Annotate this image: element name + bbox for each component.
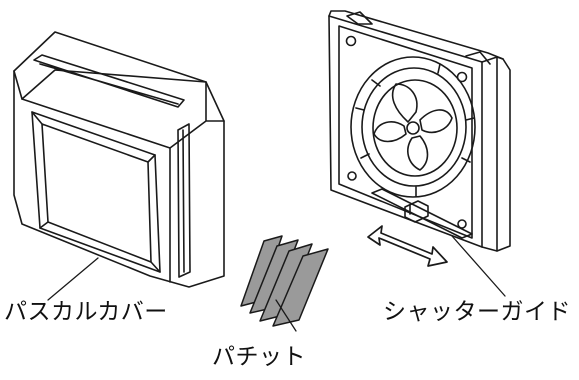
guide-frame-inner xyxy=(338,25,473,239)
cover-top-front-edge xyxy=(21,69,207,100)
pascal-cover-label: パスカルカバー xyxy=(4,299,168,325)
cover-chamfer xyxy=(169,81,225,149)
guide-screw-hole xyxy=(347,171,357,181)
cover-top-slot xyxy=(33,54,185,108)
guide-screw-hole xyxy=(457,219,467,229)
fan-blade xyxy=(407,135,429,171)
shutter-guide xyxy=(328,10,511,252)
guide-screw-hole xyxy=(345,35,357,47)
cover-panel-inner xyxy=(41,123,152,263)
guide-rail-slider xyxy=(404,200,429,223)
cover-front-edge xyxy=(13,70,171,283)
guide-frame-outline xyxy=(328,10,511,252)
cover-panel-bevels xyxy=(31,111,161,273)
guide-rail xyxy=(371,188,473,239)
fan-outer-ring xyxy=(350,56,476,198)
fan-hub xyxy=(406,121,420,135)
fan-blade xyxy=(391,83,418,123)
guide-screw-hole xyxy=(456,71,468,83)
patch-stack xyxy=(240,235,329,327)
pascal-cover xyxy=(13,31,225,288)
guide-frame-side xyxy=(481,56,504,252)
fan-mid-ring xyxy=(361,67,467,187)
shutter-guide-label: シャッターガイド xyxy=(383,299,571,325)
leader-line-guide xyxy=(451,235,506,297)
slide-direction-arrow xyxy=(367,225,448,267)
fan-blade xyxy=(373,121,407,143)
fan-inner-ring xyxy=(372,79,458,177)
leader-line-patch xyxy=(275,299,297,332)
cover-panel-outer xyxy=(31,111,161,273)
patch-label: パチット xyxy=(212,344,306,370)
patch-piece xyxy=(272,248,329,327)
fan-blade xyxy=(419,109,453,134)
cover-side-slot xyxy=(177,123,191,278)
cover-outline xyxy=(13,31,225,288)
fan-ring-ticks xyxy=(355,63,475,197)
leader-line-cover xyxy=(47,257,99,301)
guide-top-rail xyxy=(346,11,491,65)
